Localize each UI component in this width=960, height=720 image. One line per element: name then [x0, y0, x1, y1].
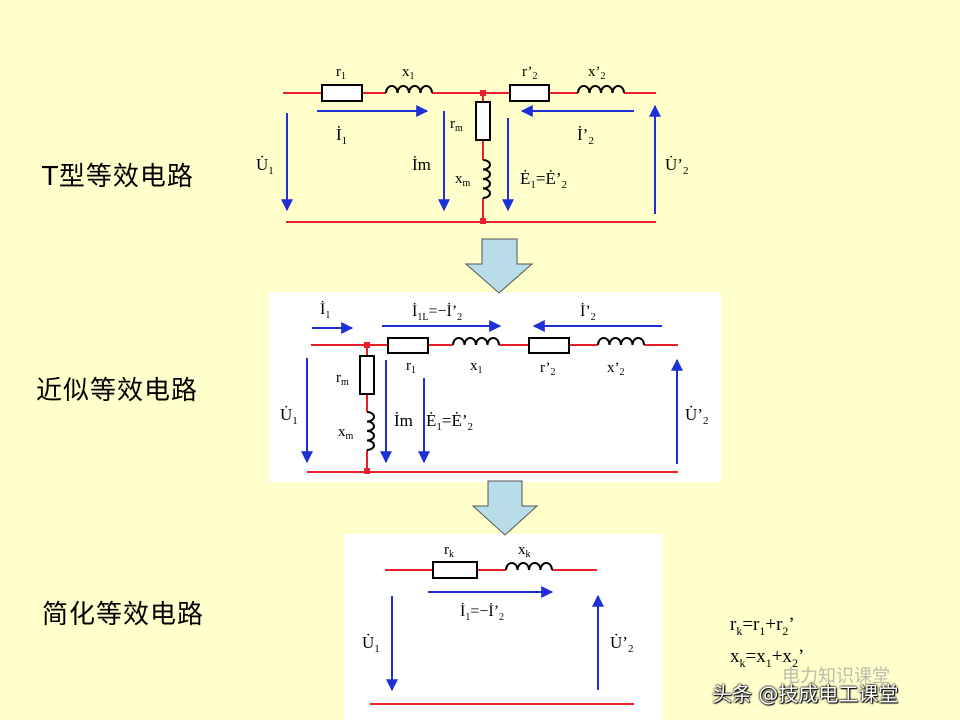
t-r1-label: r: [336, 64, 341, 80]
simple-U2-label: U̇’: [610, 633, 628, 652]
approx-Im-label: İm: [394, 411, 413, 430]
t-xm-inductor: [482, 159, 491, 199]
svg-text:rm: rm: [336, 370, 349, 388]
approx-U2-label: U̇’: [685, 405, 703, 424]
approx-x1-inductor: [452, 337, 500, 346]
approx-x2-label: x’: [607, 360, 620, 376]
svg-text:U̇1: U̇1: [362, 633, 380, 655]
svg-text:xm: xm: [338, 424, 354, 442]
approx-I1-label: İ: [320, 300, 325, 318]
approx-x2-inductor: [597, 337, 645, 346]
t-rm-resistor: [475, 101, 491, 141]
simple-xk-label: x: [518, 542, 526, 558]
t-E-label: Ė: [520, 169, 530, 188]
t-circuit-title: T型等效电路: [42, 162, 194, 192]
t-r1-sub: 1: [341, 71, 346, 82]
t-I1-label: İ: [336, 125, 342, 144]
t-r2-sub: 2: [533, 71, 538, 82]
approx-r1-label: r: [406, 358, 411, 374]
t-xm-label: x: [455, 171, 463, 187]
watermark-faint: 电力知识课堂: [782, 666, 890, 687]
svg-text:x1: x1: [402, 64, 415, 82]
t-x1-sub: 1: [410, 71, 415, 82]
svg-text:r’2: r’2: [522, 64, 538, 82]
svg-text:İ1=−İ’2: İ1=−İ’2: [460, 602, 504, 623]
svg-text:r1: r1: [336, 64, 346, 82]
svg-text:U̇1: U̇1: [280, 405, 298, 427]
svg-text:İ’2: İ’2: [577, 125, 594, 147]
t-rm-sub: m: [455, 123, 463, 134]
t-I1-sub: 1: [342, 135, 348, 147]
approx-circuit: İ1 İ1L=−İ’2 İ’2 r1 x1 r’2 x’2 rm xm İm Ė…: [280, 300, 708, 474]
svg-text:Ė1=Ė’2: Ė1=Ė’2: [520, 169, 567, 191]
approx-I2-label: İ’: [580, 302, 591, 320]
watermark-main: 头条 @技成电工课堂: [712, 682, 899, 706]
formula-rk: rk=r1+r2’: [730, 614, 795, 638]
approx-r2-label: r’: [540, 360, 551, 376]
t-circuit: r1 x1 r’2 x’2 rm xm İ1 İ’2 İm U̇1 U̇’2 Ė…: [256, 64, 688, 224]
formula-xk: xk=x1+x2’: [730, 646, 805, 670]
simple-xk-inductor: [505, 562, 553, 571]
t-U2-label: U̇’: [665, 155, 683, 174]
t-r2-label: r’: [522, 64, 533, 80]
t-I2-label: İ’: [577, 125, 588, 144]
svg-text:Ė1=Ė’2: Ė1=Ė’2: [426, 411, 473, 433]
t-x1-label: x: [402, 64, 410, 80]
approx-xm-label: x: [338, 424, 346, 440]
approx-E-label: Ė: [426, 411, 436, 430]
simple-I-label: İ: [460, 602, 465, 620]
t-U2-sub: 2: [683, 165, 689, 177]
approx-I1L-label: İ: [412, 302, 417, 320]
svg-text:İ1: İ1: [336, 125, 347, 147]
svg-text:İ1: İ1: [320, 300, 330, 321]
t-xm-sub: m: [463, 178, 471, 189]
approx-r1-resistor: [387, 337, 429, 354]
svg-text:r’2: r’2: [540, 360, 556, 378]
svg-text:x’2: x’2: [607, 360, 625, 378]
approx-U1-label: U̇: [280, 405, 292, 424]
simple-circuit-title: 简化等效电路: [42, 600, 205, 630]
svg-text:U̇’2: U̇’2: [685, 405, 708, 427]
svg-text:r1: r1: [406, 358, 416, 376]
svg-text:x’2: x’2: [588, 64, 606, 82]
flow-arrow-2: [471, 480, 539, 536]
simple-rk-label: r: [444, 542, 449, 558]
svg-text:İ’2: İ’2: [580, 302, 596, 323]
svg-text:xm: xm: [455, 171, 471, 189]
svg-text:İ1L=−İ’2: İ1L=−İ’2: [412, 302, 462, 323]
t-x2-label: x’: [588, 64, 601, 80]
t-I2-sub: 2: [588, 135, 594, 147]
t-r2-resistor: [509, 84, 550, 102]
t-x1-inductor: [385, 85, 433, 94]
approx-r2-resistor: [528, 337, 570, 354]
simple-U1-label: U̇: [362, 633, 374, 652]
flow-arrow-1: [464, 238, 534, 294]
approx-rm-label: r: [336, 370, 341, 386]
svg-text:rm: rm: [450, 116, 463, 134]
simple-rk-resistor: [432, 561, 478, 579]
approx-xm-inductor: [366, 411, 375, 451]
t-rm-label: r: [450, 116, 455, 132]
svg-text:xk: xk: [518, 542, 531, 560]
approx-x1-label: x: [470, 358, 478, 374]
svg-text:U̇’2: U̇’2: [665, 155, 688, 177]
svg-text:U̇1: U̇1: [256, 155, 274, 177]
t-Im-label: İm: [412, 155, 431, 174]
t-U1-sub: 1: [268, 165, 274, 177]
svg-text:U̇’2: U̇’2: [610, 633, 633, 655]
t-U1-label: U̇: [256, 155, 268, 174]
simple-circuit: rk xk İ1=−İ’2 U̇1 U̇’2: [362, 542, 634, 705]
t-r1-resistor: [321, 84, 363, 102]
t-x2-sub: 2: [601, 71, 606, 82]
svg-text:x1: x1: [470, 358, 483, 376]
approx-circuit-title: 近似等效电路: [36, 376, 199, 406]
approx-rm-resistor: [359, 355, 375, 395]
svg-text:rk: rk: [444, 542, 454, 560]
t-x2-inductor: [577, 85, 625, 94]
